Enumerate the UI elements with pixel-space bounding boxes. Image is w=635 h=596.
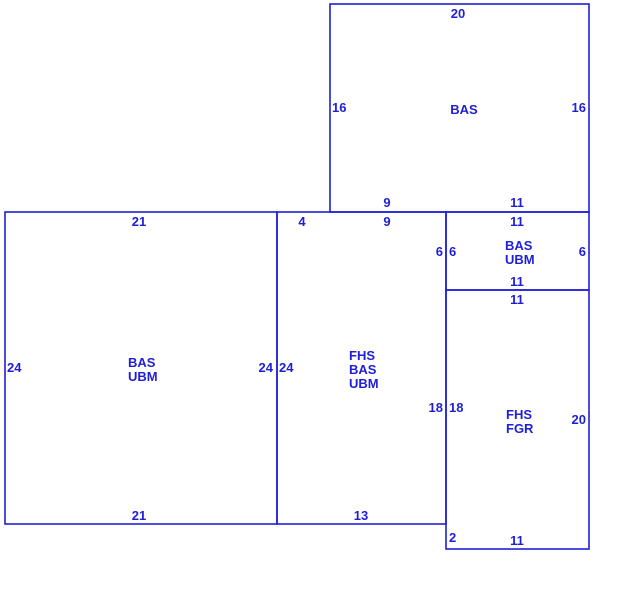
dimension-label: 18 <box>429 400 443 415</box>
dimension-label: 9 <box>383 214 390 229</box>
dimension-label: 24 <box>259 360 274 375</box>
dimension-label: 20 <box>572 412 586 427</box>
area-upper-bas: 20 16 16 9 11 BAS <box>329 3 590 213</box>
area-code-label: BAS <box>450 102 478 117</box>
area-code-label: BAS <box>128 355 156 370</box>
dimension-label: 24 <box>279 360 294 375</box>
dimension-label: 13 <box>354 508 368 523</box>
area-small-bas-ubm: 11 6 6 11 BAS UBM <box>445 211 590 291</box>
dimension-label: 11 <box>510 292 524 307</box>
dimension-label: 6 <box>579 244 586 259</box>
area-code-label: FGR <box>506 421 534 436</box>
dimension-label: 6 <box>436 244 443 259</box>
area-code-label: BAS <box>505 238 533 253</box>
dimension-label: 18 <box>449 400 463 415</box>
area-middle-fhs-bas-ubm: 4 9 24 6 18 13 FHS BAS UBM <box>276 211 447 525</box>
area-code-label: UBM <box>349 376 379 391</box>
dimension-label: 11 <box>510 274 524 289</box>
area-code-label: FHS <box>349 348 375 363</box>
area-code-label: BAS <box>349 362 377 377</box>
dimension-label: 16 <box>332 100 346 115</box>
area-code-label: UBM <box>505 252 535 267</box>
dimension-label: 2 <box>449 530 456 545</box>
area-left-bas-ubm: 21 24 24 21 BAS UBM <box>4 211 278 525</box>
dimension-label: 4 <box>298 214 306 229</box>
dimension-label: 24 <box>7 360 22 375</box>
dimension-label: 6 <box>449 244 456 259</box>
dimension-label: 11 <box>510 533 524 548</box>
dimension-label: 16 <box>572 100 586 115</box>
dimension-label: 21 <box>132 214 146 229</box>
area-code-label: UBM <box>128 369 158 384</box>
area-lower-fhs-fgr: 11 18 2 20 11 FHS FGR <box>445 289 590 550</box>
area-lower-fhs-fgr-outline <box>445 289 590 550</box>
dimension-label: 20 <box>451 6 465 21</box>
dimension-label: 11 <box>510 195 524 210</box>
dimension-label: 11 <box>510 214 524 229</box>
dimension-label: 9 <box>383 195 390 210</box>
dimension-label: 21 <box>132 508 146 523</box>
area-code-label: FHS <box>506 407 532 422</box>
